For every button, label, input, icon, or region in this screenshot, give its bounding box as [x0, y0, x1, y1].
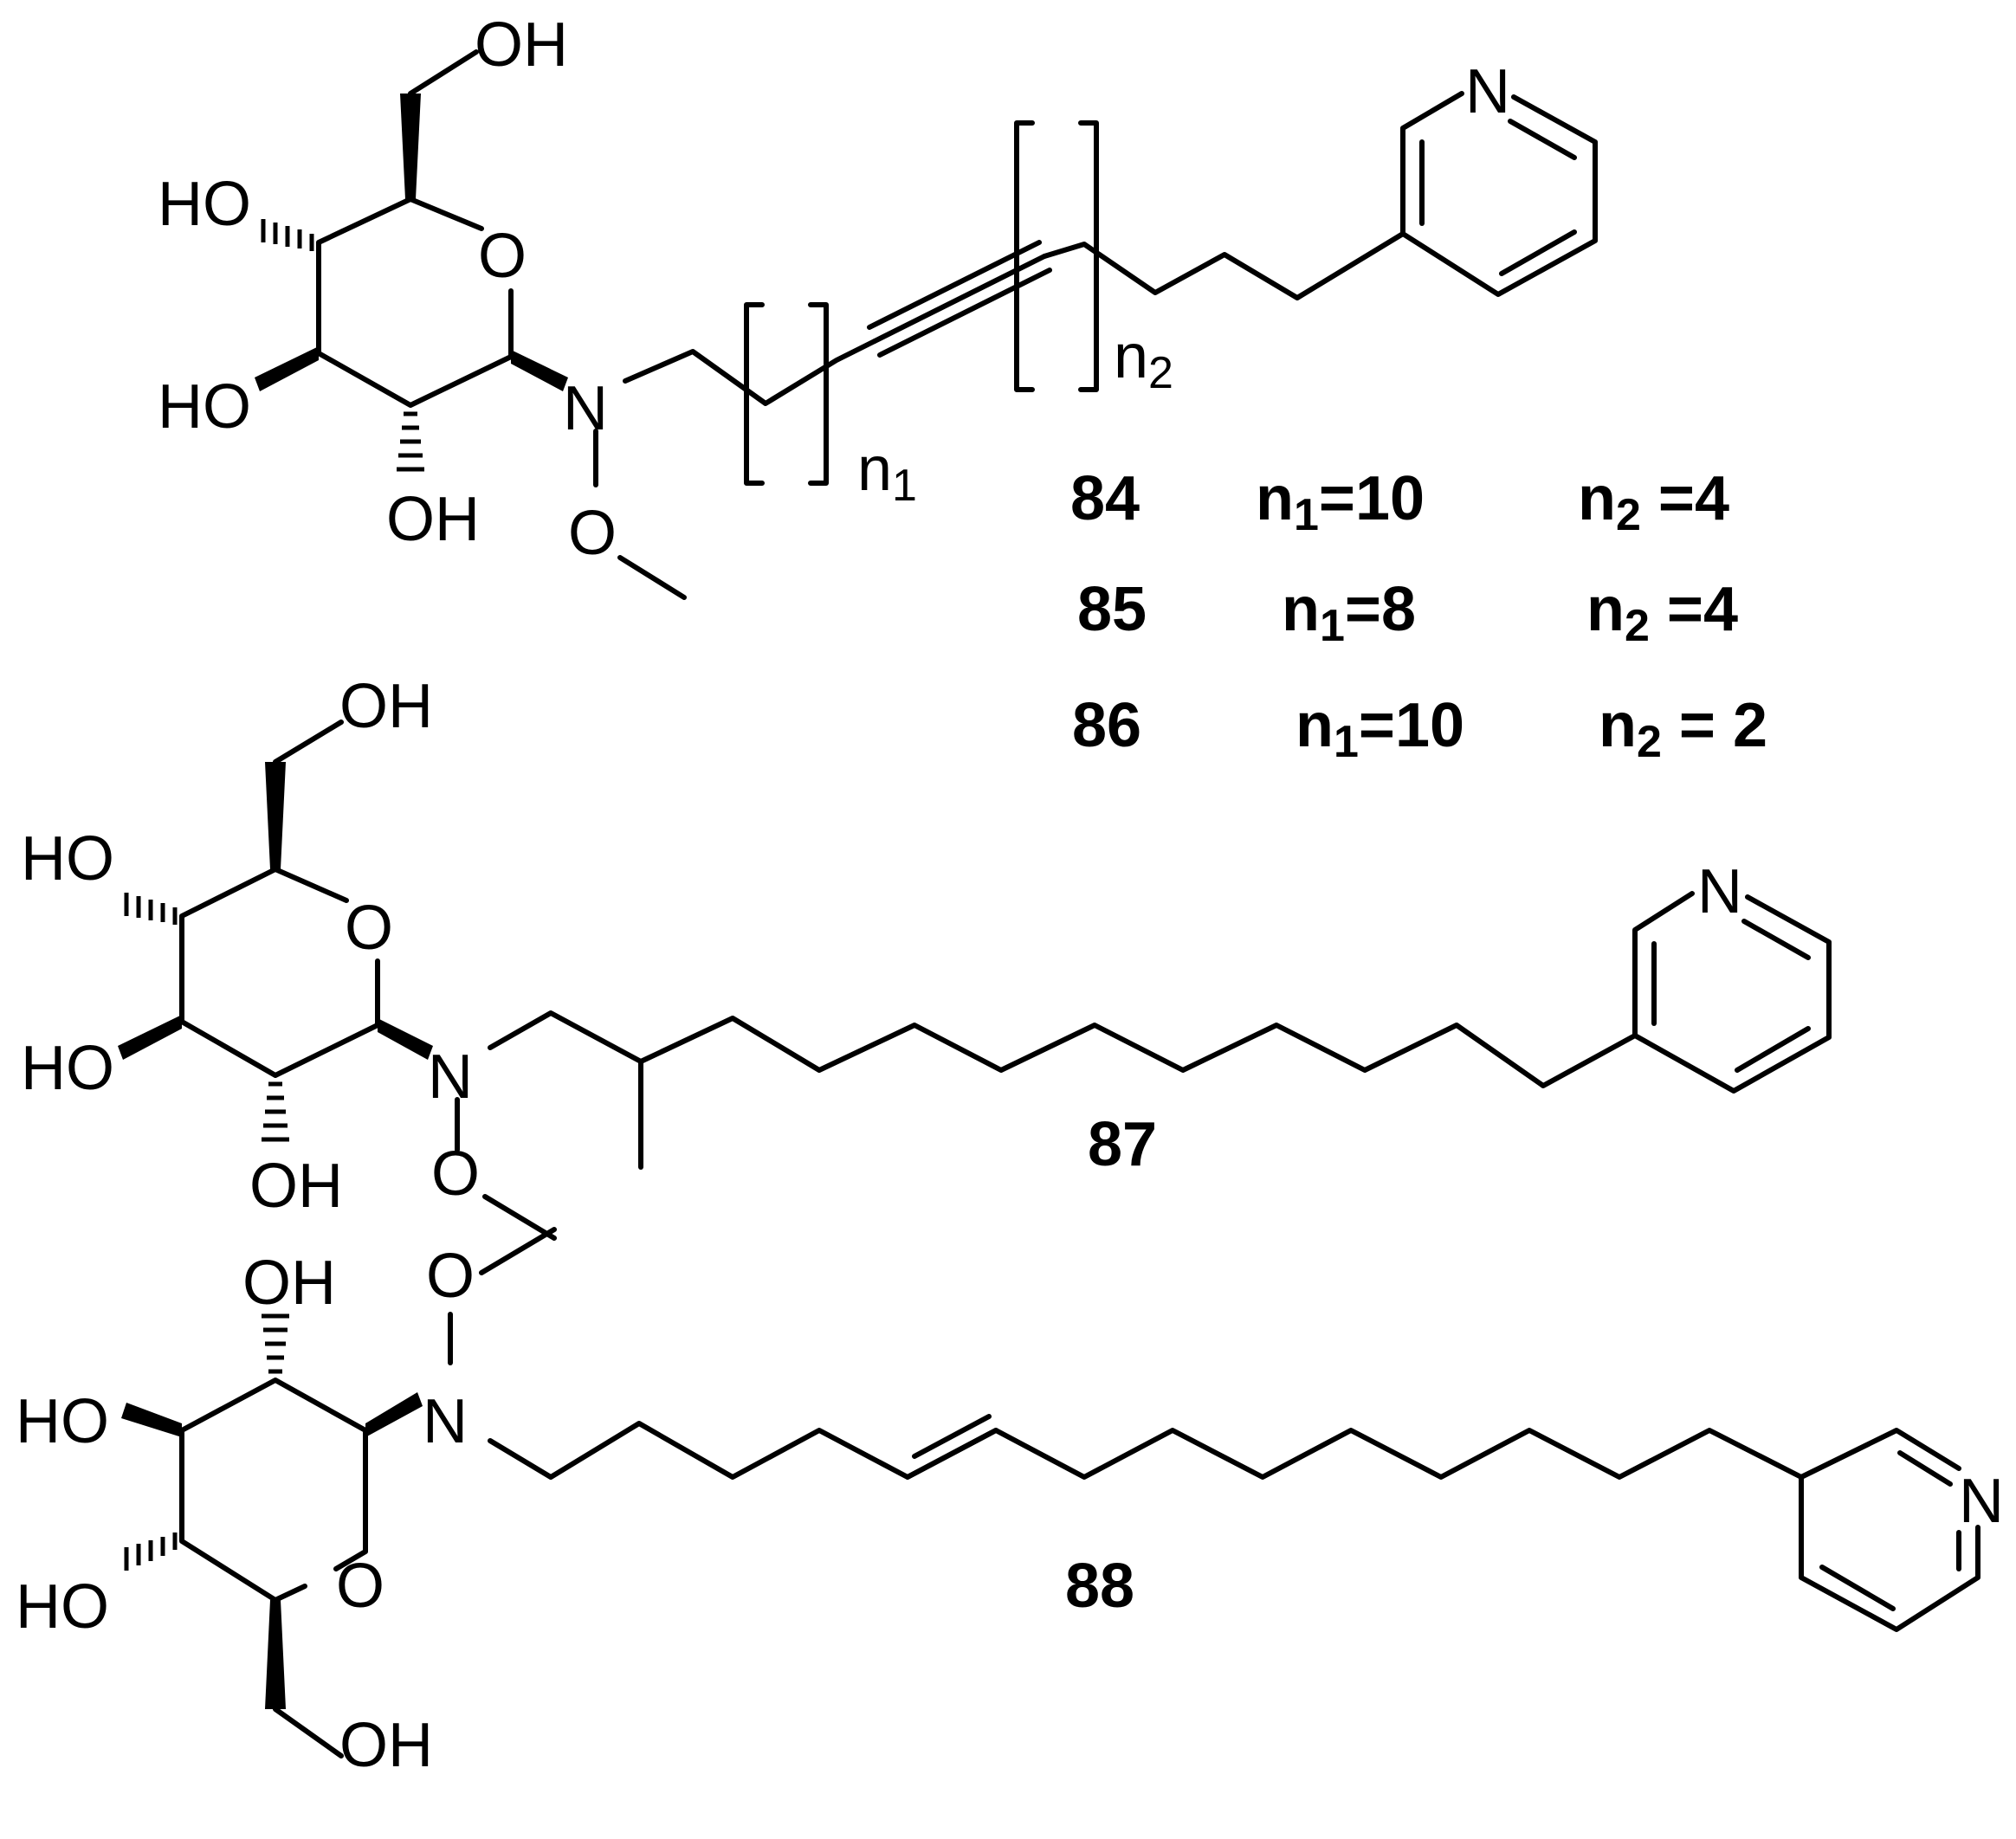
- atom-label-ho-c3: HO: [158, 372, 251, 442]
- compound-id-87: 87: [1088, 1110, 1157, 1179]
- row-85-n2: n2 =4: [1586, 575, 1738, 651]
- compound-id-88: 88: [1065, 1552, 1134, 1621]
- compound-id-85: 85: [1077, 575, 1147, 644]
- atom-label-oh-c2: OH: [242, 1249, 336, 1318]
- hash-bond-c4: [124, 893, 178, 925]
- substituent-table: 84 n1=10 n2 =4 85 n1=8 n2 =4 86 n1=10 n2…: [1070, 464, 1767, 767]
- row-86-n1: n1=10: [1296, 691, 1464, 767]
- hash-bond-c5: [124, 1532, 178, 1571]
- repeat-label-n1: n1: [857, 435, 917, 511]
- atom-label-n: N: [563, 374, 608, 443]
- atom-label-oh-ch2: OH: [339, 672, 433, 741]
- row-84-n1: n1=10: [1256, 464, 1425, 540]
- row-86-n2: n2 = 2: [1599, 691, 1767, 767]
- hash-bond-c4: [261, 219, 314, 251]
- atom-label-ho-c4: HO: [16, 1572, 109, 1642]
- atom-label-ho-c4: HO: [158, 170, 251, 239]
- compound-id-86: 86: [1072, 691, 1141, 760]
- atom-label-ring-o: O: [478, 222, 527, 291]
- atom-label-pyridine-n: N: [1465, 57, 1510, 126]
- atom-label-oh-c2: OH: [249, 1152, 343, 1221]
- atom-label-ho-c4: HO: [21, 824, 114, 894]
- atom-label-ring-o: O: [336, 1552, 384, 1621]
- atom-label-ring-o: O: [345, 894, 393, 963]
- atom-label-ho-c3: HO: [21, 1034, 114, 1103]
- atom-label-oh-c2: OH: [386, 485, 480, 554]
- atom-label-o-methoxy: O: [431, 1139, 480, 1209]
- hash-bond-c2: [262, 1313, 289, 1374]
- structure-87: OH HO O HO N OH O N 87: [21, 672, 1832, 1241]
- structure-88: OH HO N O O HO OH N 88: [16, 1227, 2004, 1780]
- atom-label-o-methoxy: O: [568, 499, 617, 568]
- hash-bond-c2: [397, 411, 424, 472]
- atom-label-pyridine-n: N: [1697, 857, 1742, 926]
- hash-bond-c2: [262, 1081, 289, 1142]
- structure-84-86: OH HO O HO N OH O N n1 n2: [158, 10, 1598, 600]
- row-84-n2: n2 =4: [1578, 464, 1729, 540]
- compound-id-84: 84: [1070, 464, 1140, 533]
- atom-label-o-methoxy: O: [426, 1242, 475, 1311]
- atom-label-n: N: [423, 1387, 468, 1456]
- atom-label-oh-ch2: OH: [475, 10, 568, 80]
- repeat-label-n2: n2: [1114, 322, 1173, 398]
- row-85-n1: n1=8: [1282, 575, 1416, 651]
- atom-label-oh-ch2: OH: [339, 1711, 433, 1780]
- atom-label-ho-c3: HO: [16, 1387, 109, 1456]
- atom-label-pyridine-n: N: [1959, 1467, 2004, 1536]
- atom-label-n: N: [428, 1042, 473, 1112]
